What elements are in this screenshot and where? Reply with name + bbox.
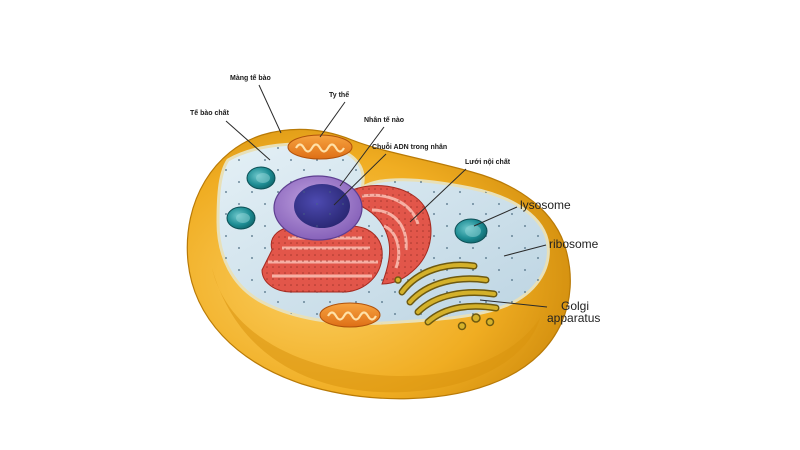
golgi-apparatus-shape	[394, 261, 500, 331]
leader-lines	[225, 84, 548, 308]
leader-line-ribosome	[503, 244, 547, 257]
leader-line-golgi	[479, 299, 548, 308]
label-dna: Chuỗi ADN trong nhân	[372, 144, 448, 151]
endoplasmic-reticulum-shape	[261, 185, 432, 293]
mitochondria-bottom-shape	[319, 302, 381, 328]
leader-line-cell-membrane	[258, 84, 282, 134]
leader-line-nucleus	[339, 126, 385, 187]
label-endoplasmic-reticulum: Lưới nội chất	[465, 159, 511, 166]
nucleus-shape	[273, 175, 363, 241]
mitochondria-top-shape	[287, 134, 353, 160]
label-ribosome: ribosome	[549, 237, 599, 251]
leader-line-lysosome	[473, 206, 518, 227]
label-golgi-line1: Golgi	[561, 299, 590, 313]
label-cell-membrane: Màng tế bào	[230, 75, 271, 82]
label-nucleus: Nhân tế nào	[364, 117, 405, 124]
leader-line-dna	[333, 153, 387, 206]
leader-line-er	[409, 168, 467, 223]
label-cytoplasm: Tế bào chất	[190, 110, 229, 117]
leader-line-cytoplasm	[225, 120, 271, 161]
label-golgi-apparatus: Golgi apparatus	[547, 300, 600, 324]
label-mitochondria: Ty thể	[329, 92, 350, 99]
label-golgi-line2: apparatus	[547, 311, 601, 325]
lysosome-shapes	[226, 166, 488, 244]
leader-line-mitochondria	[319, 101, 346, 138]
label-lysosome: lysosome	[520, 198, 571, 212]
